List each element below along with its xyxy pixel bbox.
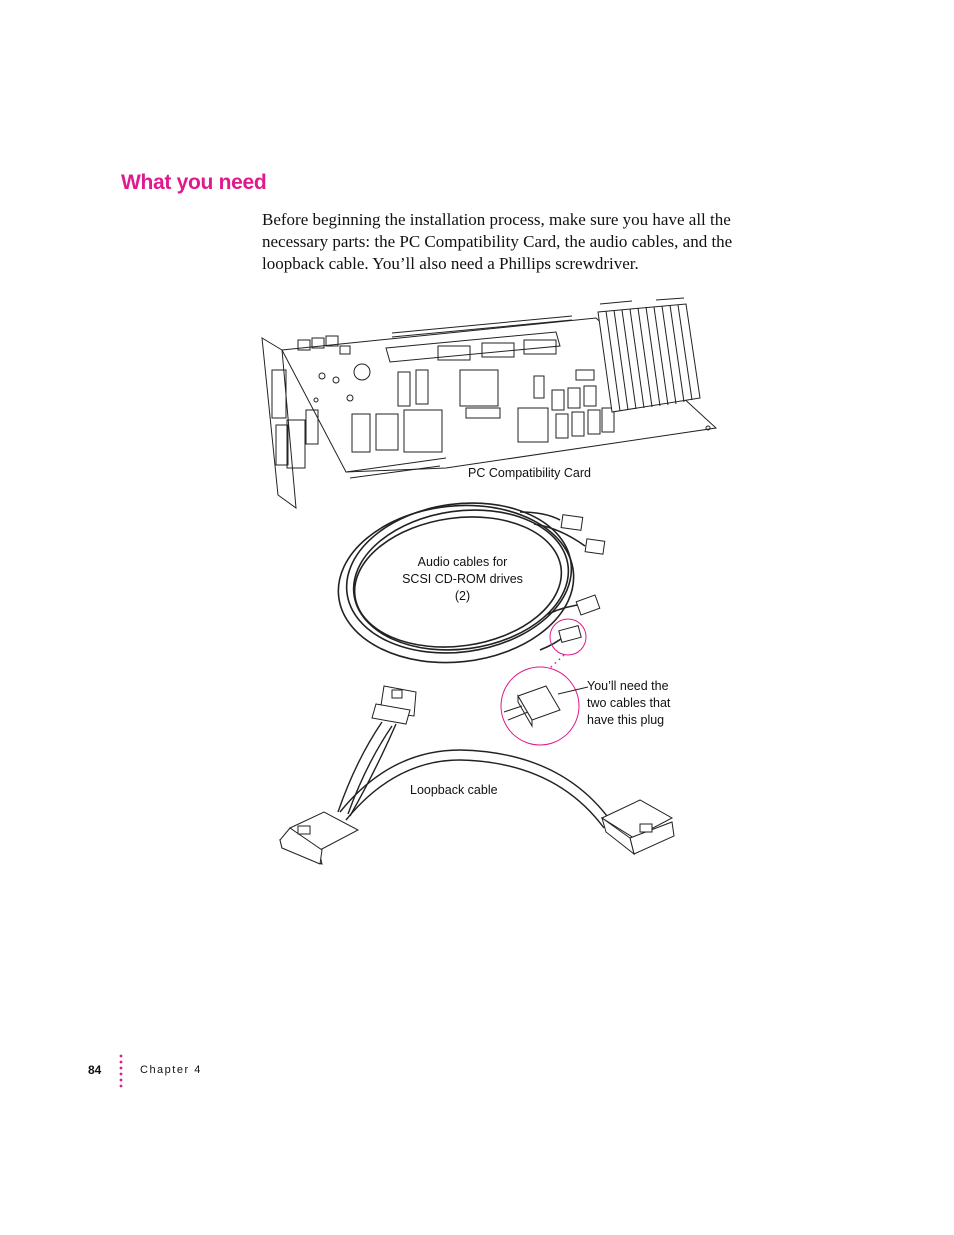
card-label: PC Compatibility Card — [468, 466, 591, 480]
loopback-connectors — [279, 685, 675, 865]
plug-label: You’ll need the two cables that have thi… — [587, 679, 671, 727]
footer-dotted-rule — [119, 1054, 123, 1088]
loopback-cable-label: Loopback cable — [410, 783, 498, 797]
audio-cables-drawing — [337, 502, 586, 664]
plug-label-leader — [557, 686, 589, 695]
audio-cables-label: Audio cables for SCSI CD-ROM drives (2) — [402, 555, 523, 603]
loopback-cable-drawing — [337, 721, 611, 829]
pc-compatibility-card-drawing — [261, 297, 718, 510]
intro-paragraph: Before beginning the installation proces… — [262, 210, 733, 273]
plug-magnifier-circle — [500, 666, 580, 746]
plug-highlight-circle — [549, 618, 587, 656]
magnified-plug-drawing — [503, 685, 561, 728]
section-heading: What you need — [121, 171, 267, 194]
callout-dotted-line — [549, 654, 565, 669]
page-number: 84 — [88, 1063, 102, 1077]
chapter-label: Chapter 4 — [140, 1064, 202, 1076]
audio-cable-plugs — [558, 514, 606, 643]
